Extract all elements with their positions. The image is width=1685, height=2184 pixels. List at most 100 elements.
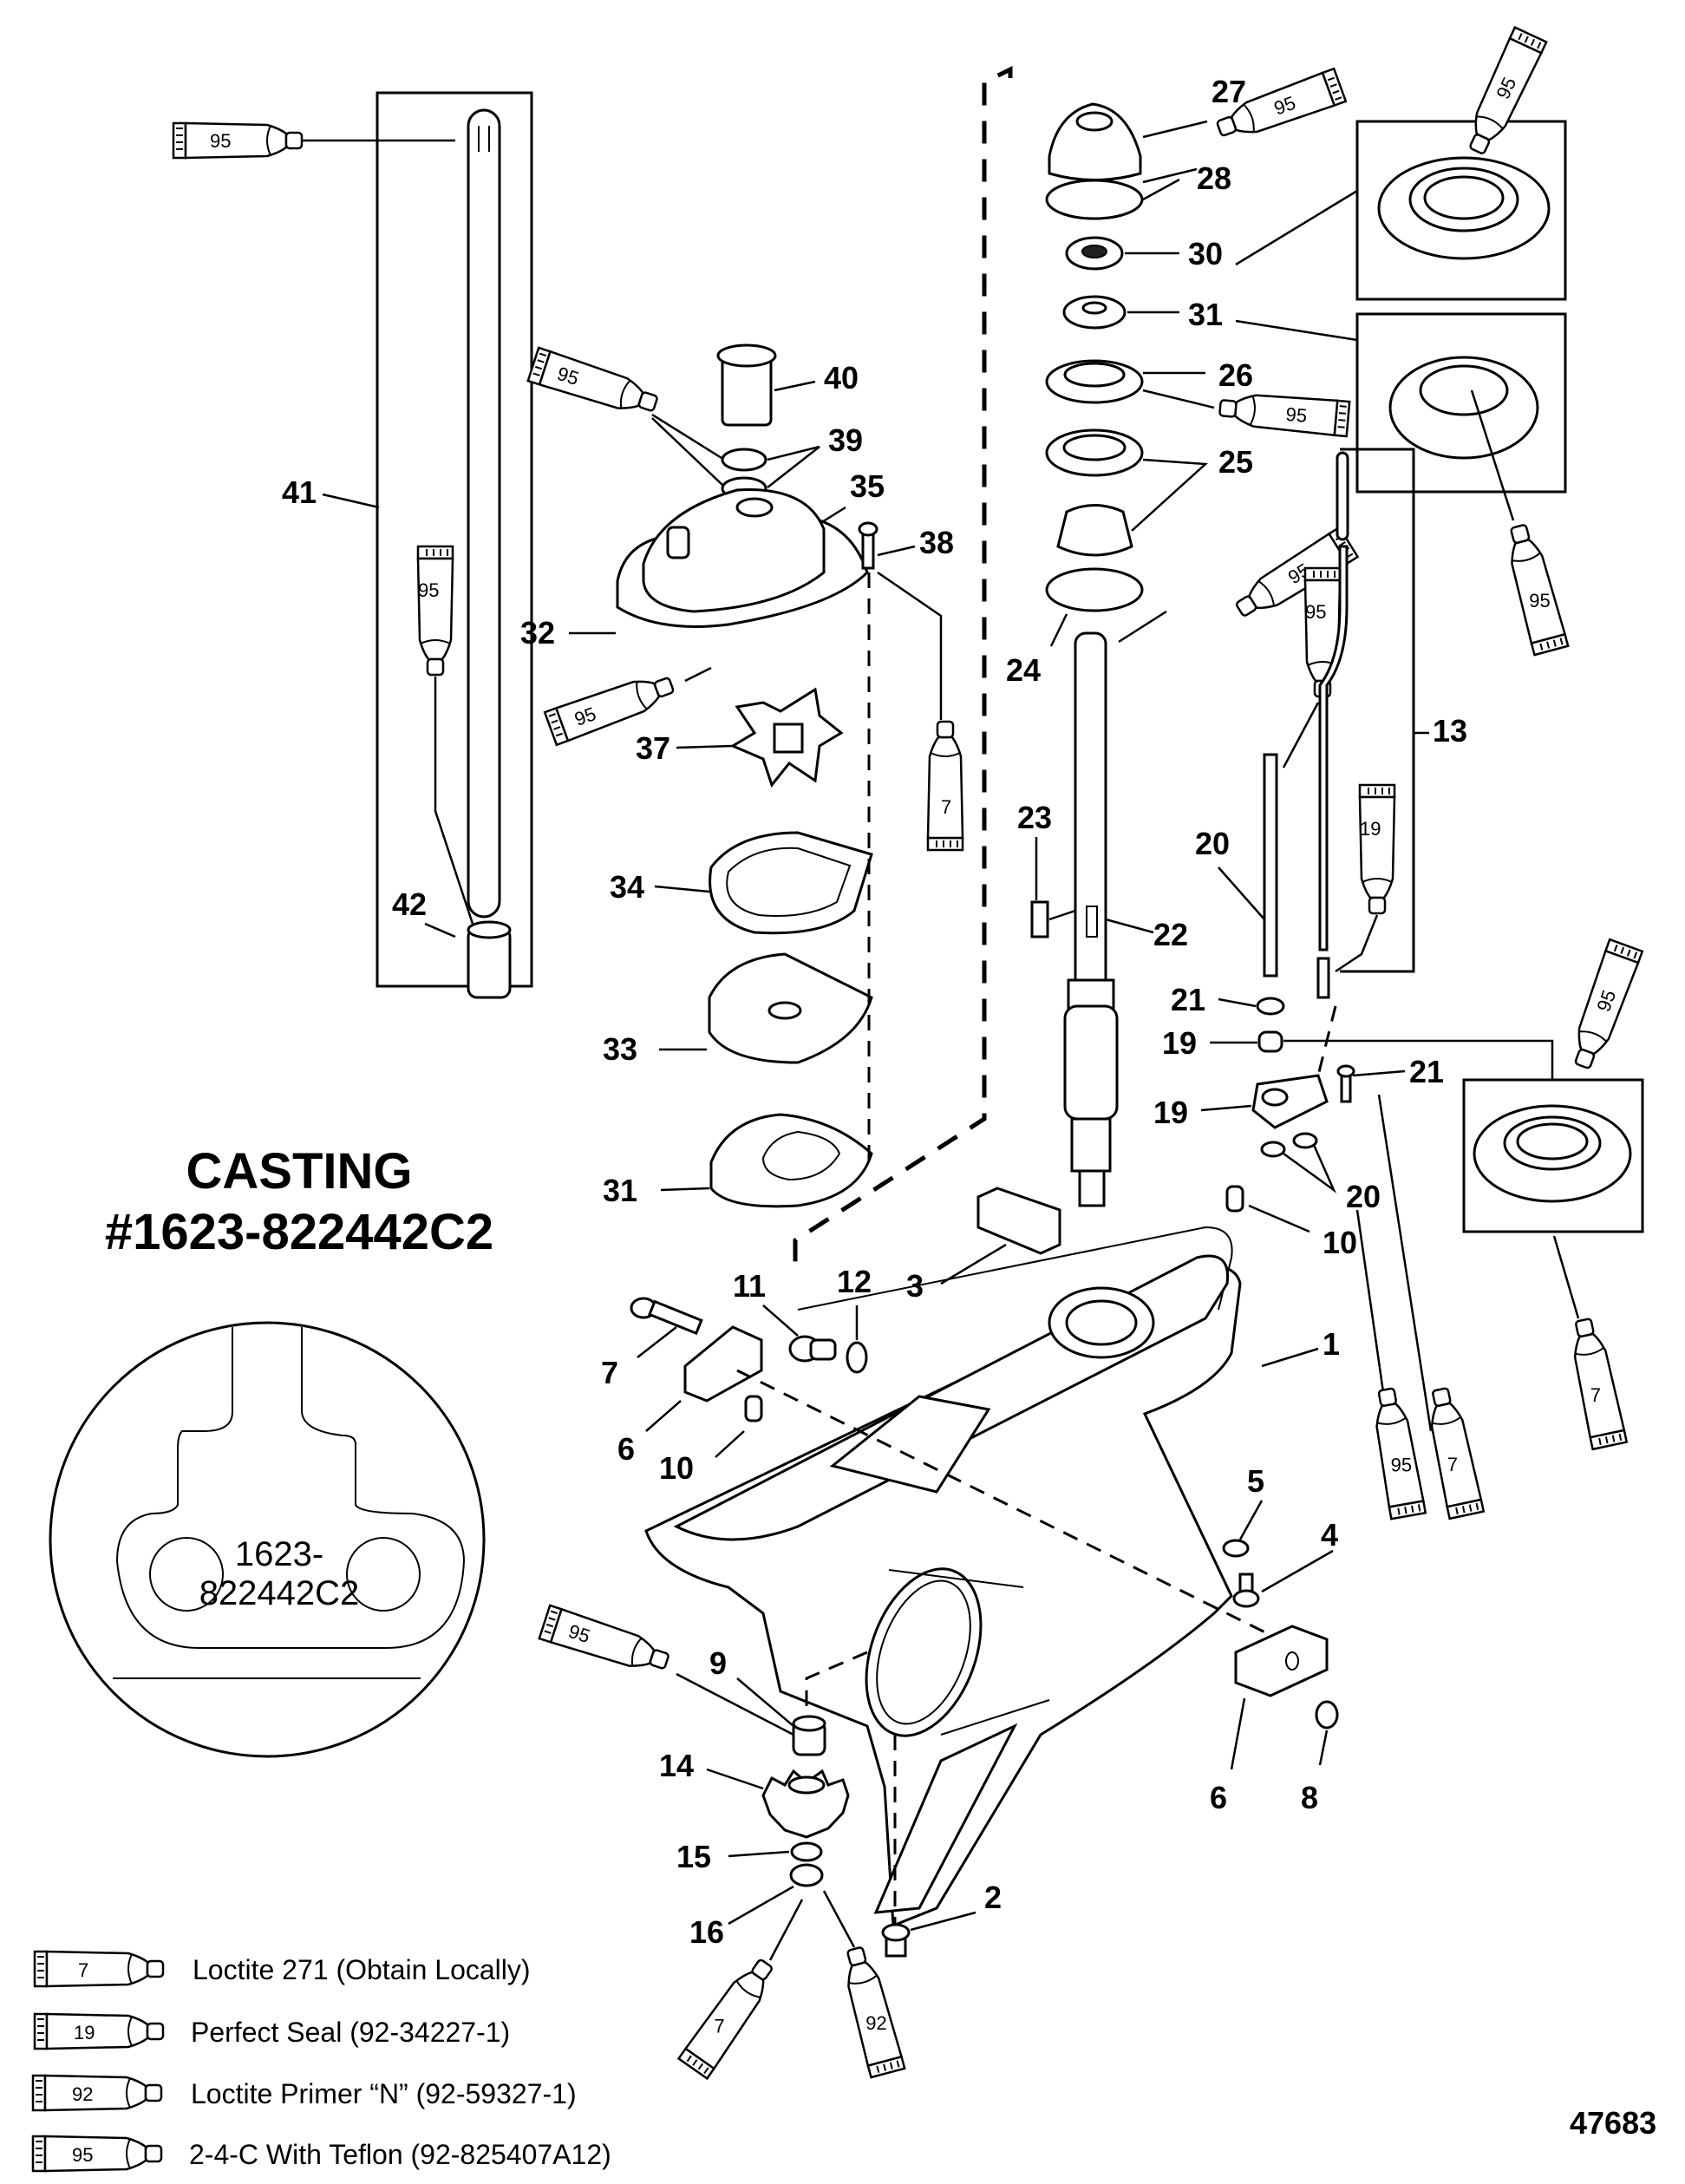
callout-2: 2 — [984, 1880, 1002, 1915]
callout-30: 30 — [1188, 236, 1223, 271]
svg-text:95: 95 — [1285, 403, 1309, 427]
sealant-tube-95: 95 — [416, 545, 454, 677]
part-39-insert[interactable] — [716, 343, 777, 427]
part-30-oil-seal[interactable] — [1065, 236, 1124, 271]
part-19-bushing[interactable] — [1292, 1132, 1318, 1149]
part-31-bearing[interactable] — [1062, 295, 1127, 330]
detail-box-18 — [1462, 1078, 1644, 1233]
part-3-trim-tab[interactable] — [976, 1187, 1061, 1255]
detail-seal-30 — [1377, 156, 1551, 260]
callout-25: 24 — [1006, 652, 1041, 688]
svg-text:19: 19 — [74, 2022, 95, 2043]
legend-item: 92 Loctite Primer “N” (92-59327-1) — [31, 2074, 577, 2112]
part-37-impeller[interactable] — [729, 687, 844, 788]
part-6-anode[interactable] — [683, 1325, 763, 1403]
callout-11: 11 — [733, 1268, 766, 1304]
part-36-face-plate[interactable] — [708, 952, 873, 1064]
casting-stamp-line2: 822442C2 — [199, 1574, 360, 1612]
sealant-tube-7: 7 — [677, 1952, 782, 2080]
sealant-tube-95: 95 — [1303, 566, 1342, 698]
callout-15: 15 — [676, 1839, 711, 1874]
sealant-tube-95: 95 — [1212, 67, 1348, 147]
part-2-screw[interactable] — [881, 1923, 911, 1958]
part-25-ring[interactable] — [1045, 567, 1144, 612]
detail-box-30 — [1355, 120, 1567, 301]
part-35-gasket[interactable] — [709, 831, 873, 935]
part-34-gasket[interactable] — [709, 1113, 873, 1208]
callout-39: 40 — [824, 360, 859, 396]
part-28-bearing-retainer[interactable] — [1048, 102, 1142, 181]
callout-14: 14 — [659, 1748, 694, 1783]
svg-text:95: 95 — [1391, 1455, 1412, 1476]
callout-29: 28 — [1197, 160, 1231, 196]
svg-text:Loctite 271 (Obtain Locally): Loctite 271 (Obtain Locally) — [193, 1954, 531, 1985]
callout-16: 16 — [689, 1914, 724, 1950]
callout-41: 41 — [282, 474, 317, 510]
callout-23: 22 — [1153, 917, 1188, 952]
callout-22: 20 — [1195, 826, 1230, 861]
part-16-nut[interactable] — [789, 1863, 824, 1887]
part-18-bushing[interactable] — [1257, 1030, 1283, 1053]
part-15-washer[interactable] — [790, 1841, 823, 1862]
callout-38: 38 — [919, 525, 954, 560]
sealant-tube-7: 7 — [1564, 1315, 1628, 1451]
svg-text:7: 7 — [714, 2016, 724, 2037]
callout-33: 35 — [850, 468, 885, 504]
svg-text:95: 95 — [72, 2144, 93, 2166]
sealant-tube-95: 95 — [172, 121, 304, 160]
part-20-screw[interactable] — [1336, 1064, 1355, 1103]
part-38-screw[interactable] — [858, 521, 878, 570]
part-7-bolt[interactable] — [630, 1297, 703, 1336]
casting-title: CASTING — [186, 1143, 413, 1200]
legend: 7 Loctite 271 (Obtain Locally) 19 Perfec… — [31, 1950, 611, 2173]
svg-text:7: 7 — [1447, 1454, 1458, 1475]
callout-9: 9 — [709, 1645, 727, 1681]
part-8-nut[interactable] — [1315, 1700, 1339, 1730]
part-24-key[interactable] — [1030, 900, 1049, 938]
part-42-coupler[interactable] — [467, 920, 512, 999]
part-21-washer[interactable] — [1256, 997, 1285, 1016]
part-12-washer[interactable] — [846, 1341, 868, 1374]
part-14-pinion-gear[interactable] — [761, 1769, 850, 1839]
part-26-tapered-bearing[interactable] — [1045, 428, 1144, 557]
part-32-pump-housing[interactable] — [616, 488, 869, 628]
svg-text:95: 95 — [210, 130, 231, 152]
svg-text:95: 95 — [1305, 601, 1326, 623]
casting-detail-circle — [49, 1321, 486, 1758]
sealant-tube-95: 95 — [1217, 389, 1351, 438]
part-4-screw[interactable] — [1232, 1573, 1260, 1608]
callout-1: 1 — [1323, 1326, 1340, 1362]
casting-stamp-line1: 1623- — [235, 1535, 323, 1573]
legend-item: 95 2-4-C With Teflon (92-825407A12) — [31, 2135, 611, 2173]
part-10-dowel[interactable] — [1225, 1185, 1244, 1213]
sealant-tube-95: 95 — [526, 346, 663, 422]
part-41-driveshaft[interactable] — [467, 108, 501, 919]
callout-42: 42 — [392, 886, 427, 922]
part-19-bushing[interactable] — [1260, 1141, 1286, 1158]
sealant-tube-icon — [31, 2135, 163, 2173]
detail-seal-18 — [1473, 1104, 1632, 1203]
sealant-tube-7: 7 — [1421, 1384, 1485, 1520]
sealant-tube-icon — [33, 1950, 165, 1988]
callout-18: 19 — [1162, 1025, 1197, 1061]
part-13-shift-cable[interactable] — [1316, 451, 1349, 999]
callout-10: 10 — [659, 1450, 694, 1486]
part-40-seal[interactable] — [721, 448, 767, 472]
part-6-anode[interactable] — [1234, 1625, 1329, 1697]
sealant-tube-95: 95 — [543, 667, 679, 747]
svg-text:95: 95 — [418, 579, 439, 601]
part-11-plug[interactable] — [788, 1335, 837, 1363]
figure-number: 47683 — [1570, 2105, 1656, 2141]
part-10-dowel[interactable] — [744, 1395, 763, 1422]
svg-text:92: 92 — [72, 2083, 93, 2105]
part-17-shift-crank[interactable] — [1251, 1074, 1329, 1129]
part-22-shift-rod[interactable] — [1263, 753, 1278, 978]
part-29-o-ring[interactable] — [1045, 179, 1144, 220]
callout-17: 19 — [1153, 1095, 1188, 1130]
sealant-tube-95: 95 — [1564, 938, 1644, 1074]
part-9-bearing[interactable] — [792, 1715, 826, 1756]
part-23-driveshaft[interactable] — [1063, 631, 1119, 1207]
part-5-washer[interactable] — [1222, 1539, 1250, 1558]
sealant-tube-95: 95 — [1499, 520, 1570, 657]
part-27-seal-carrier[interactable] — [1045, 359, 1144, 404]
